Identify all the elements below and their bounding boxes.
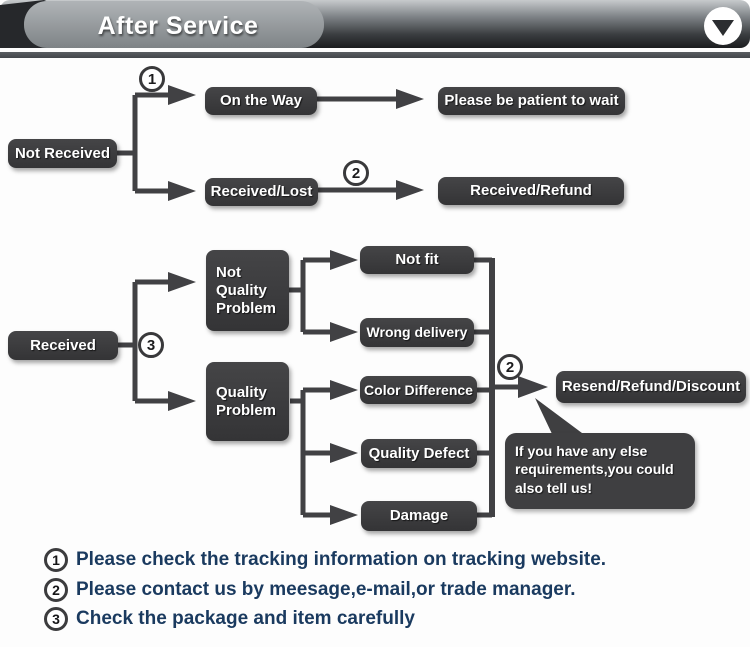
legend-text-1: Please check the tracking information on… — [76, 549, 607, 570]
legend-num-2: 2 — [44, 578, 68, 602]
legend-text-3: Check the package and item carefully — [76, 608, 415, 629]
node-not-quality-problem: Not Quality Problem — [206, 250, 289, 331]
legend-num-1: 1 — [44, 548, 68, 572]
note-bubble: If you have any else requirements,you co… — [505, 433, 695, 509]
node-not-received: Not Received — [8, 139, 117, 168]
marker-2: 2 — [343, 160, 369, 186]
legend-item-2: 2 Please contact us by meesage,e-mail,or… — [44, 578, 576, 602]
marker-1: 1 — [139, 66, 165, 92]
node-wrong-delivery: Wrong delivery — [360, 318, 474, 347]
legend-text-2: Please contact us by meesage,e-mail,or t… — [76, 579, 576, 600]
node-damage: Damage — [361, 501, 477, 531]
node-received-refund: Received/Refund — [438, 177, 624, 205]
node-received: Received — [8, 331, 118, 360]
header-divider — [0, 52, 750, 58]
legend-item-1: 1 Please check the tracking information … — [44, 548, 606, 572]
node-please-wait: Please be patient to wait — [438, 87, 625, 115]
page-title: After Service — [97, 12, 259, 40]
chevron-down-icon — [712, 19, 734, 36]
collapse-button[interactable] — [704, 7, 742, 45]
node-not-fit: Not fit — [360, 246, 474, 274]
node-received-lost: Received/Lost — [205, 178, 318, 206]
legend-item-3: 3 Check the package and item carefully — [44, 607, 415, 631]
node-resend-refund-discount: Resend/Refund/Discount — [556, 371, 746, 403]
banner-title-blob — [24, 1, 324, 48]
header-banner: After Service — [0, 0, 750, 58]
node-quality-problem: Quality Problem — [206, 362, 289, 441]
marker-2b: 2 — [497, 354, 523, 380]
legend-num-3: 3 — [44, 607, 68, 631]
banner-graphics — [0, 0, 750, 48]
node-on-the-way: On the Way — [205, 87, 317, 115]
node-quality-defect: Quality Defect — [361, 439, 477, 468]
node-color-difference: Color Difference — [360, 376, 477, 404]
marker-3: 3 — [138, 332, 164, 358]
